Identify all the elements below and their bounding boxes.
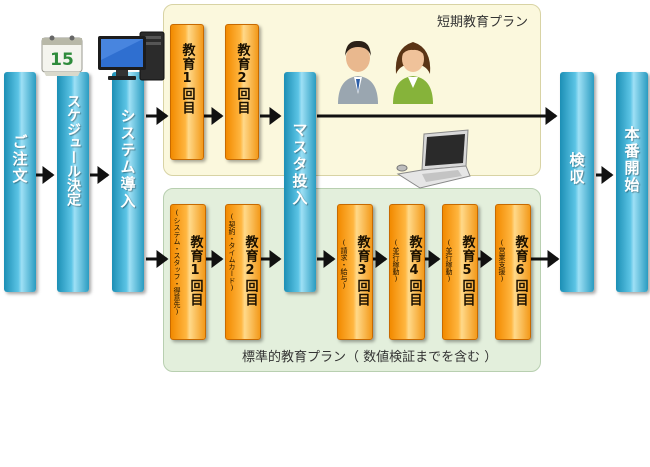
std-edu-5-label: 教育5回目	[459, 235, 475, 307]
short-edu-2: 教育2回目	[225, 24, 259, 160]
step-production: 本番開始	[616, 72, 648, 292]
std-edu-1: (システム・スタッフ・得意先) 教育1回目	[170, 204, 206, 340]
step-production-label: 本番開始	[622, 126, 641, 194]
std-edu-5-sub: (並行稼動)	[445, 239, 453, 283]
calendar-icon: 15	[38, 32, 86, 76]
std-edu-2-sub: (契約・タイムカード)	[228, 213, 236, 292]
std-edu-2: (契約・タイムカード) 教育2回目	[225, 204, 261, 340]
short-plan-title: 短期教育プラン	[436, 15, 528, 30]
step-schedule-label: スケジュール決定	[65, 94, 81, 206]
std-edu-1-label: 教育1回目	[187, 235, 203, 307]
step-schedule: スケジュール決定	[57, 72, 89, 292]
std-edu-3: (請求・給与) 教育3回目	[337, 204, 373, 340]
std-edu-2-label: 教育2回目	[242, 235, 258, 307]
step-order-label: ご注文	[10, 134, 29, 185]
step-system-install-label: システム導入	[118, 108, 137, 210]
std-edu-4: (並行稼動) 教育4回目	[389, 204, 425, 340]
businessman-icon	[334, 34, 382, 104]
std-edu-6-sub: (営業支援)	[498, 239, 506, 283]
std-edu-3-label: 教育3回目	[354, 235, 370, 307]
short-edu-2-label: 教育2回目	[234, 43, 250, 115]
std-edu-6-label: 教育6回目	[512, 235, 528, 307]
step-order: ご注文	[4, 72, 36, 292]
std-edu-4-sub: (並行稼動)	[392, 239, 400, 283]
desktop-computer-icon	[96, 30, 168, 86]
std-edu-1-sub: (システム・スタッフ・得意先)	[173, 209, 181, 316]
std-edu-5: (並行稼動) 教育5回目	[442, 204, 478, 340]
step-master-input-label: マスタ投入	[290, 122, 309, 207]
standard-plan-title: 標準的教育プラン（ 数値検証までを含む ）	[242, 350, 498, 365]
step-master-input: マスタ投入	[284, 72, 316, 292]
std-edu-4-label: 教育4回目	[406, 235, 422, 307]
std-edu-6: (営業支援) 教育6回目	[495, 204, 531, 340]
laptop-icon	[394, 128, 474, 190]
short-edu-1: 教育1回目	[170, 24, 204, 160]
businesswoman-icon	[388, 34, 438, 104]
step-acceptance: 検収	[560, 72, 594, 292]
step-system-install: システム導入	[112, 72, 144, 292]
step-acceptance-label: 検収	[567, 152, 586, 186]
short-edu-1-label: 教育1回目	[179, 43, 195, 115]
std-edu-3-sub: (請求・給与)	[340, 239, 348, 290]
calendar-day-text: 15	[50, 50, 74, 70]
